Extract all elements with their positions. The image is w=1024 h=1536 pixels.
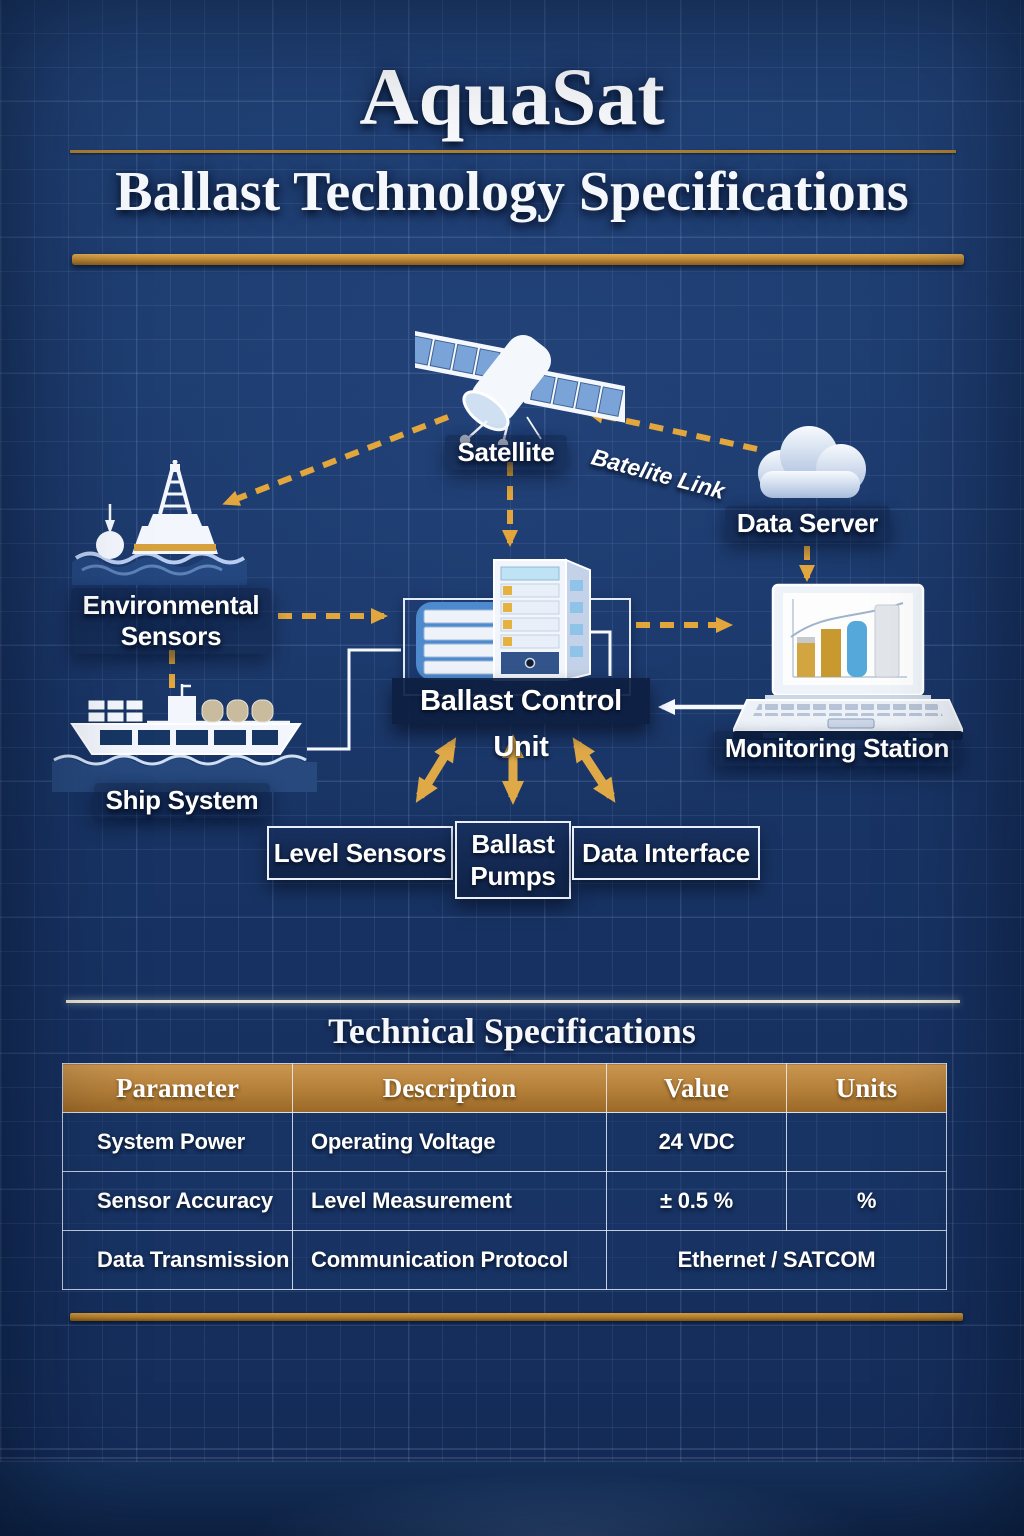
link-satellite-to-buoy	[222, 414, 450, 506]
satellite-label: Satellite	[400, 435, 612, 470]
ship-icon	[52, 684, 317, 792]
cell-description: Level Measurement	[292, 1171, 607, 1231]
link-dataserver-to-satellite	[586, 407, 758, 452]
specs-divider	[66, 1000, 960, 1003]
cell-parameter: Sensor Accuracy	[62, 1171, 293, 1231]
floor	[0, 1462, 1024, 1536]
header-divider-gold	[72, 254, 964, 265]
monitoring-station-label: Monitoring Station	[706, 731, 968, 766]
satellite-icon	[415, 329, 625, 445]
ballast-pumps-box: Ballast Pumps	[455, 821, 571, 899]
table-row: System Power Operating Voltage 24 VDC	[62, 1112, 947, 1172]
cell-units: %	[786, 1171, 947, 1231]
header-divider-thin	[70, 150, 956, 153]
page-title: Ballast Technology Specifications	[115, 161, 909, 223]
col-header-units: Units	[786, 1063, 947, 1113]
brand-title: AquaSat	[359, 51, 665, 142]
cell-description: Communication Protocol	[292, 1230, 607, 1290]
table-row: Data Transmission Communication Protocol…	[62, 1230, 947, 1290]
link-bcu-data-interface	[572, 737, 616, 803]
cell-parameter: System Power	[62, 1112, 293, 1172]
ballast-control-unit-label: Ballast Control Unit	[392, 678, 650, 763]
wall-line	[0, 1457, 1024, 1459]
table-row: Sensor Accuracy Level Measurement ± 0.5 …	[62, 1171, 947, 1231]
level-sensors-box: Level Sensors	[267, 826, 453, 880]
cloud-icon	[758, 426, 866, 498]
data-interface-box: Data Interface	[572, 826, 760, 880]
col-header-value: Value	[606, 1063, 787, 1113]
server-rack-icon	[416, 558, 591, 682]
specs-title: Technical Specifications	[328, 1011, 696, 1051]
col-header-parameter: Parameter	[62, 1063, 293, 1113]
buoy-icon	[72, 460, 247, 585]
cell-units	[786, 1112, 947, 1172]
laptop-icon	[733, 583, 963, 746]
link-bcu-level-sensors	[415, 737, 457, 803]
bcu-inner-line	[590, 630, 612, 676]
cell-value: 24 VDC	[606, 1112, 787, 1172]
cell-parameter: Data Transmission	[62, 1230, 293, 1290]
footer-divider-gold	[70, 1313, 963, 1321]
cell-value: ± 0.5 %	[606, 1171, 787, 1231]
wall-line	[0, 1448, 1024, 1450]
cell-description: Operating Voltage	[292, 1112, 607, 1172]
environmental-sensors-label: Environmental Sensors	[52, 588, 290, 654]
specs-header-row: Parameter Description Value Units	[62, 1063, 947, 1113]
ship-system-label: Ship System	[72, 783, 292, 818]
col-header-description: Description	[292, 1063, 607, 1113]
specs-table: Parameter Description Value Units System…	[62, 1063, 947, 1290]
data-server-label: Data Server	[700, 506, 915, 541]
link-ship-to-bcu	[307, 648, 401, 751]
cell-value: Ethernet / SATCOM	[606, 1230, 947, 1290]
